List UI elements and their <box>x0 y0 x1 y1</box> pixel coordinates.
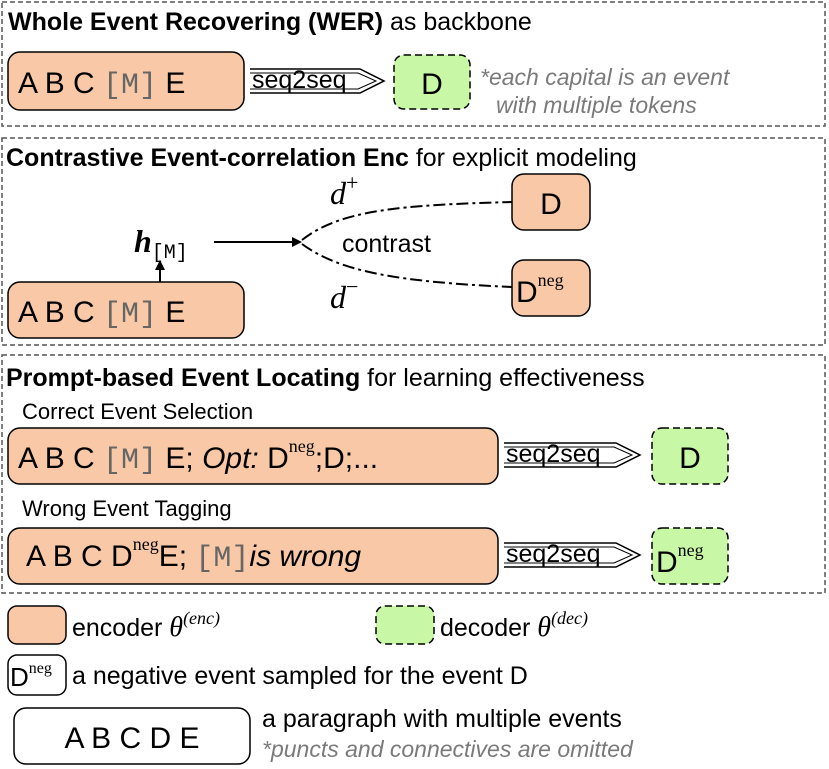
wer-encoder-input-box <box>7 51 245 111</box>
wrong-tagging-seq2seq-arrow <box>504 542 642 568</box>
correct-selection-seq2seq-arrow-inner <box>504 446 634 464</box>
correct-selection-encoder-box <box>7 427 499 485</box>
panel-contrastive <box>1 137 826 346</box>
legend-negative-event-text: Dneg <box>10 660 52 692</box>
wer-note-line1: *each capital is an event <box>480 64 731 90</box>
d-minus-label: d− <box>330 274 358 315</box>
legend-paragraph-box <box>13 707 251 765</box>
wer-decoder-output-box <box>393 54 471 110</box>
wer-encoder-input-text: A B C [M] E <box>18 67 185 103</box>
panel-prompt-locating <box>1 354 826 594</box>
legend-encoder-swatch <box>7 605 67 645</box>
hidden-state-label: h[M] <box>134 223 188 265</box>
wrong-tagging-decoder-text: Dneg <box>656 540 704 579</box>
correct-selection-seq2seq-label: seq2seq <box>506 440 601 468</box>
wer-note-line2: with multiple tokens <box>496 92 697 118</box>
legend-decoder-swatch <box>375 605 435 645</box>
wer-seq2seq-arrow <box>250 68 386 94</box>
correct-selection-decoder-text: D <box>679 442 701 475</box>
wer-seq2seq-arrow-inner <box>250 72 378 90</box>
legend-paragraph-text: A B C D E <box>64 722 199 755</box>
legend-encoder-label: encoder θ(enc) <box>72 608 220 643</box>
correct-selection-seq2seq-arrow <box>504 442 642 468</box>
legend-paragraph-desc: a paragraph with multiple events <box>262 705 622 733</box>
contrast-positive-curve <box>301 201 513 241</box>
positive-event-text: D <box>540 188 562 221</box>
legend-decoder-label: decoder θ(dec) <box>440 608 588 643</box>
negative-event-text: Dneg <box>516 270 564 309</box>
wrong-tagging-encoder-text: A B C DnegE; [M]is wrong <box>26 534 361 576</box>
d-plus-label: d+ <box>330 170 358 211</box>
wrong-tagging-seq2seq-arrow-inner <box>504 546 634 564</box>
panel-wer-title: Whole Event Recovering (WER) as backbone <box>8 8 532 36</box>
negative-event-box <box>511 259 591 317</box>
correct-selection-decoder-box <box>651 427 729 485</box>
legend-negative-event-box <box>7 654 67 696</box>
wer-decoder-output-text: D <box>421 68 443 101</box>
legend-negative-event-desc: a negative event sampled for the event D <box>72 662 528 690</box>
task-wrong-tagging-label: Wrong Event Tagging <box>22 496 232 521</box>
wrong-tagging-seq2seq-label: seq2seq <box>506 540 601 568</box>
contrastive-encoder-input-text: A B C [M] E <box>18 296 185 332</box>
positive-event-box <box>511 173 591 231</box>
correct-selection-encoder-text: A B C [M] E; Opt: Dneg;D;... <box>18 436 378 478</box>
contrast-negative-curve <box>301 243 513 288</box>
panel-prompt-locating-title: Prompt-based Event Locating for learning… <box>6 364 645 392</box>
legend-paragraph-note: *puncts and connectives are omitted <box>262 736 634 762</box>
contrastive-encoder-input-box <box>7 281 245 339</box>
wrong-tagging-decoder-box <box>651 527 729 585</box>
panel-wer <box>1 1 826 127</box>
panel-contrastive-title: Contrastive Event-correlation Enc for ex… <box>6 144 637 172</box>
contrast-label: contrast <box>342 230 431 258</box>
wer-seq2seq-label: seq2seq <box>252 66 347 94</box>
wrong-tagging-encoder-box <box>7 527 499 585</box>
task-correct-selection-label: Correct Event Selection <box>22 399 253 424</box>
